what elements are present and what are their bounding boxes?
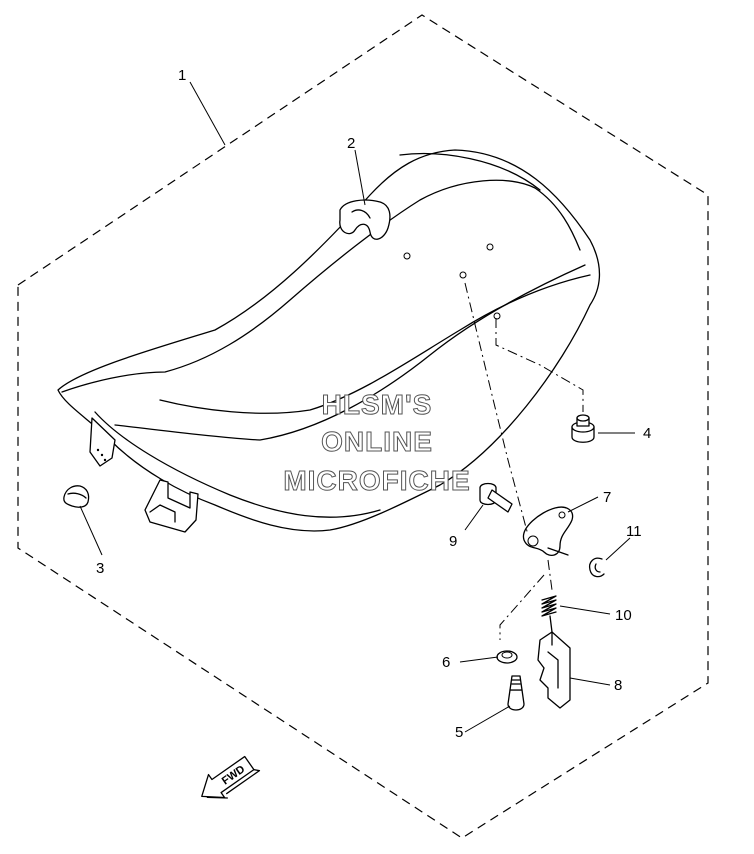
callout-6: 6 [442,654,450,671]
bracket-hole [558,511,566,519]
damper-part-4 [571,414,595,443]
damper-part-3 [63,485,90,508]
bracket-part-7 [522,506,574,557]
callout-4: 4 [643,425,651,442]
callout-5: 5 [455,724,463,741]
front-tab [89,417,116,467]
callout-1: 1 [178,67,186,84]
callout-7: 7 [603,489,611,506]
forward-arrow-icon: FWD [201,755,261,799]
collar-part-6 [496,650,518,664]
seat-assembly [57,149,601,533]
screw-part-5 [507,675,525,711]
mount-hole [493,312,501,320]
leader-lines [79,81,635,733]
assembly-line-4 [495,318,584,412]
mount-hole [403,252,411,260]
seat-contour-upper [61,179,581,393]
bolt-part-9 [479,482,513,513]
spring-part-10 [541,595,557,633]
callout-8: 8 [614,677,622,694]
callout-10: 10 [615,607,632,624]
watermark-line-3: MICROFICHE [283,465,470,496]
mount-hole [459,271,467,279]
callout-3: 3 [96,560,104,577]
rear-bracket [144,479,199,533]
callout-2: 2 [347,135,355,152]
watermark: HLSM'S ONLINE MICROFICHE [283,389,470,497]
seat-rear-ridge [399,153,541,191]
mount-hole [486,243,494,251]
bracket-hole [527,535,539,547]
callouts: 1 2 3 4 5 6 7 8 9 10 11 [96,67,651,741]
watermark-line-2: ONLINE [321,426,433,457]
callout-11: 11 [626,523,642,540]
callout-9: 9 [449,533,457,550]
assembly-line-lever [499,559,553,640]
clip-part-11 [588,557,605,578]
assembly-boundary [17,14,709,839]
hook-part-2 [339,199,391,240]
seat-body [57,149,601,532]
watermark-line-1: HLSM'S [322,389,433,420]
seat-side-edge [159,274,591,414]
lever-part-8 [537,631,571,709]
assembly-line-bolt [464,282,529,536]
seat-base [94,411,381,518]
